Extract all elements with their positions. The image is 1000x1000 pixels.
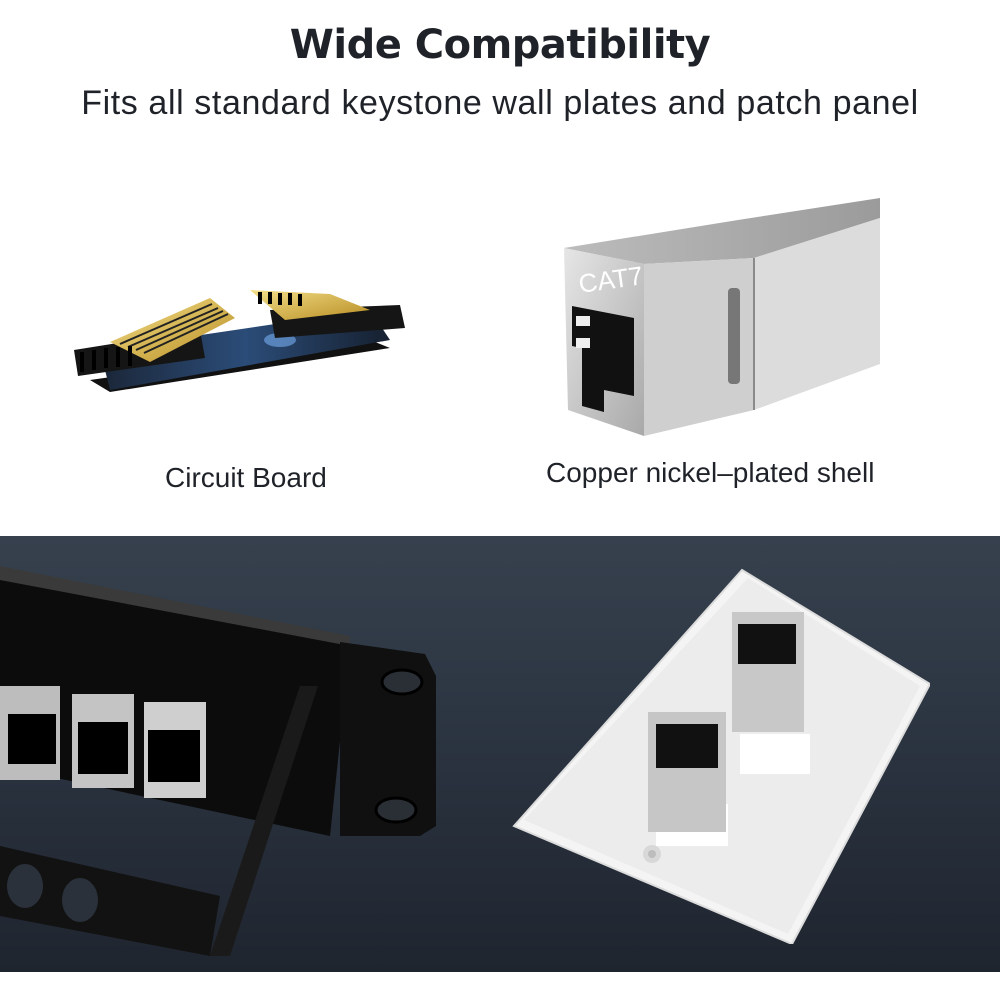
wall-plate-image: [512, 568, 930, 944]
page-subtitle: Fits all standard keystone wall plates a…: [81, 84, 919, 122]
installation-scene: [0, 536, 1000, 972]
caption-circuit-board: Circuit Board: [165, 462, 327, 493]
page-title: Wide Compatibility: [289, 22, 711, 68]
caption-copper-shell: Copper nickel–plated shell: [546, 457, 875, 488]
circuit-board-image: [74, 290, 405, 392]
cat7-coupler-image: CAT7: [564, 198, 880, 436]
patch-panel-image: [0, 566, 436, 956]
